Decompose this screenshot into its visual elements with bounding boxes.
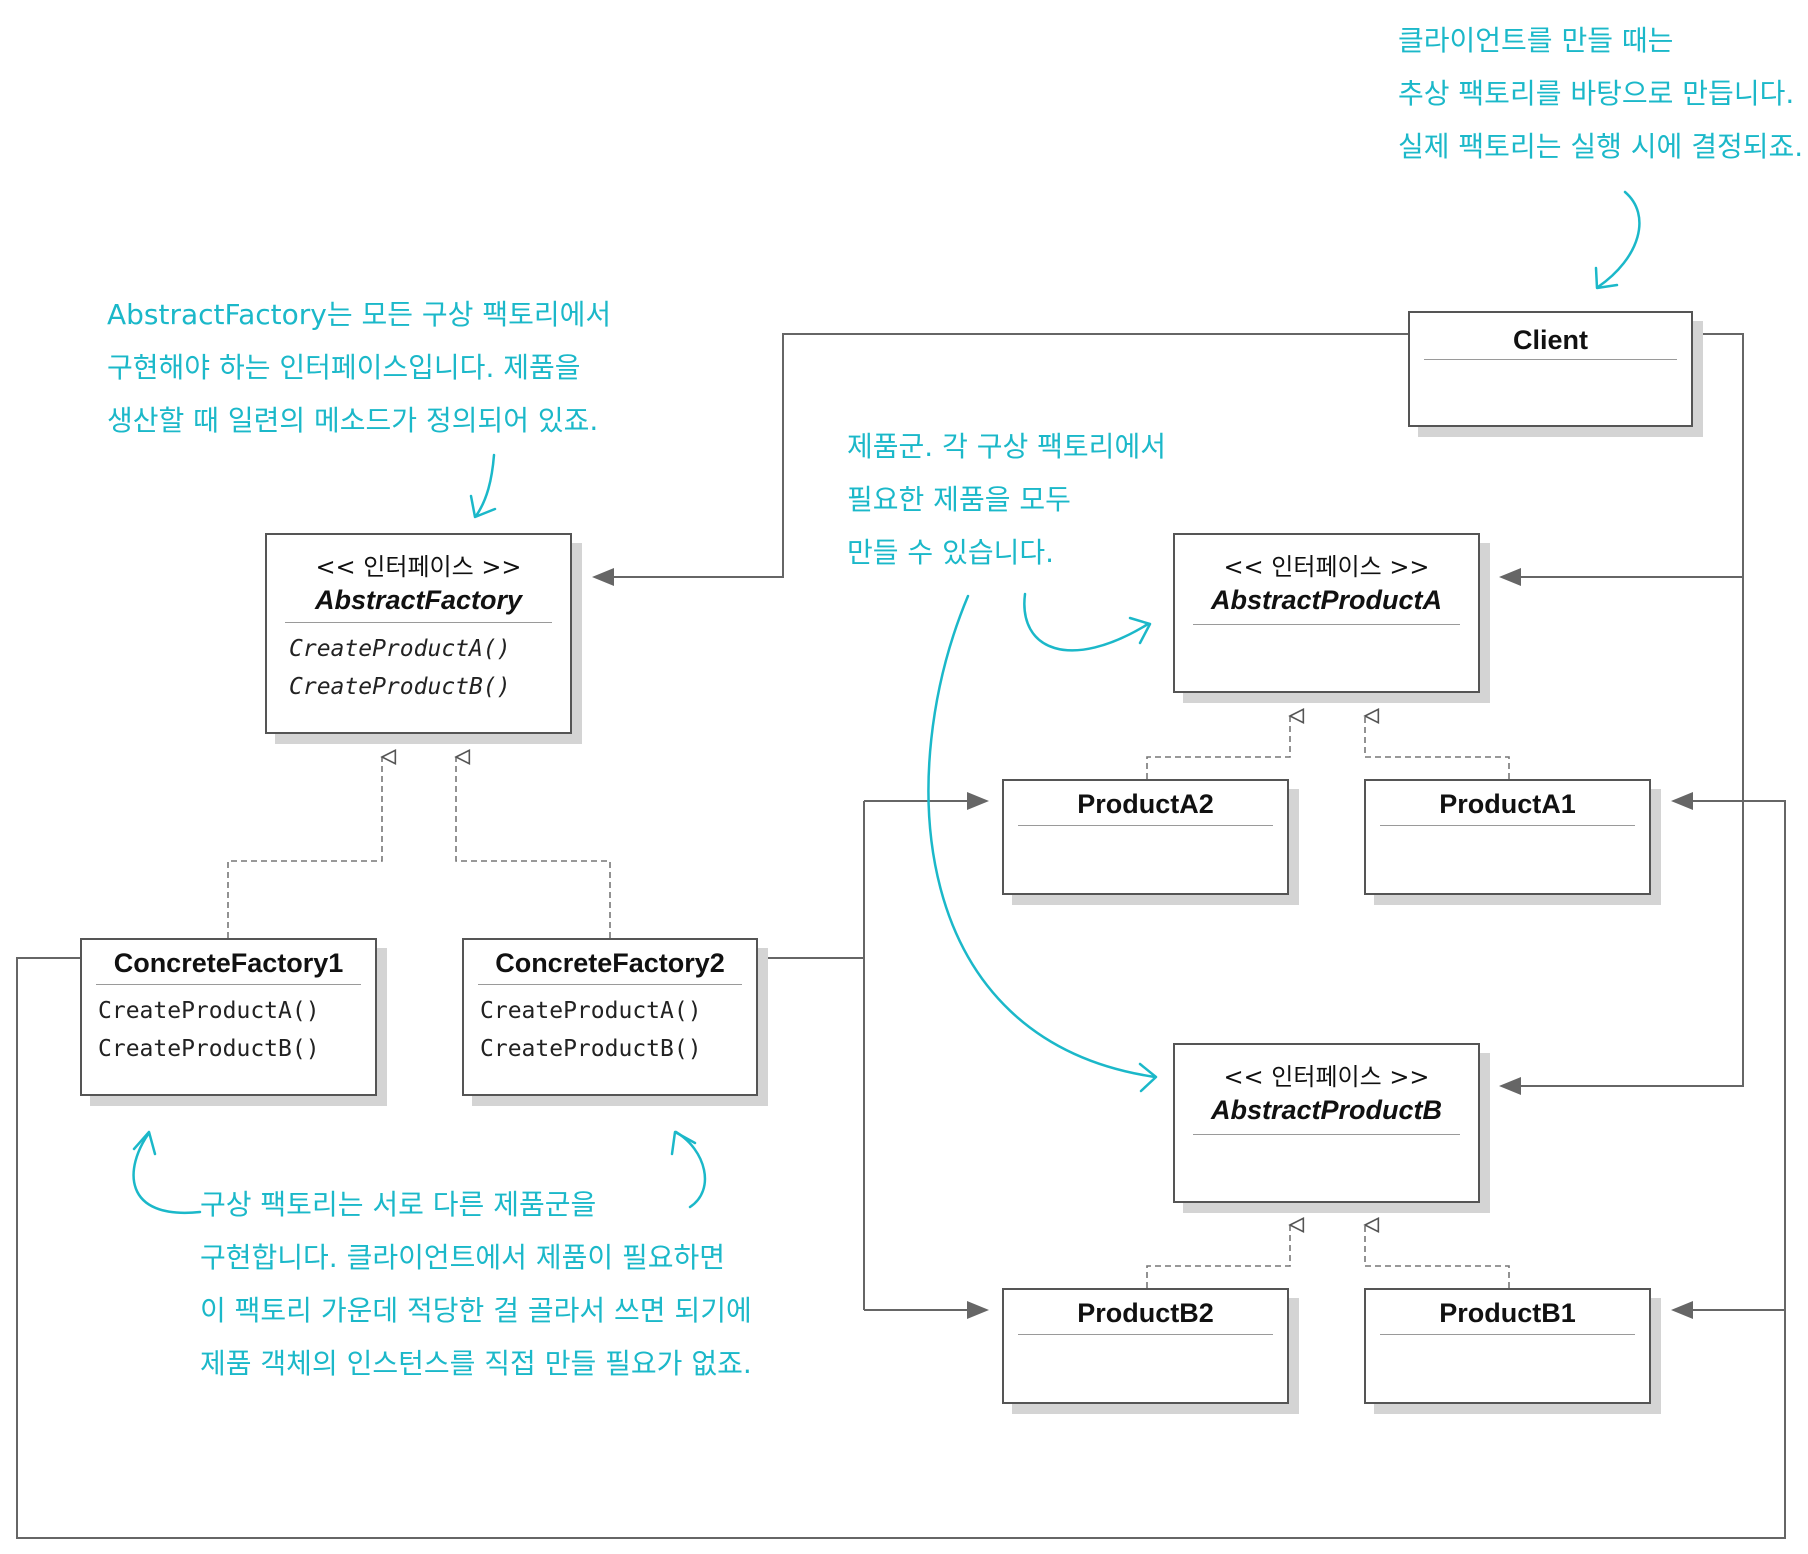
product-a1-class-box: ProductA1 (1364, 779, 1651, 895)
abstract-factory-annotation-line: 구현해야 하는 인터페이스입니다. 제품을 (107, 351, 581, 384)
arrowhead-abstract-factory (592, 568, 614, 586)
product-a2-class-name: ProductA2 (1077, 789, 1214, 819)
abstract-factory-class-name: AbstractFactory (314, 585, 523, 615)
abstract-factory-divider (285, 622, 552, 623)
product-family-annotation-line: 만들 수 있습니다. (847, 536, 1055, 569)
arrowhead-product-a2 (967, 792, 989, 810)
realization-product-a1-line (1365, 716, 1510, 779)
abstract-product-b-stereotype: << 인터페이스 >> (1223, 1063, 1430, 1091)
abstract-factory-stereotype: << 인터페이스 >> (315, 553, 522, 581)
concrete-factory1-outer-loop-line (16, 800, 1786, 1539)
realization-product-b2-line (1146, 1225, 1290, 1288)
product-b1-divider (1380, 1334, 1635, 1335)
product-a2-divider (1018, 825, 1273, 826)
product-family-annotation-line: 제품군. 각 구상 팩토리에서 (847, 430, 1166, 463)
abstract-product-a-interface-box: << 인터페이스 >> AbstractProductA (1173, 533, 1480, 693)
product-b2-class-name: ProductB2 (1077, 1298, 1214, 1328)
client-annotation: 클라이언트를 만들 때는 추상 팩토리를 바탕으로 만듭니다. 실제 팩토리는 … (1398, 14, 1803, 173)
client-class-name: Client (1512, 325, 1588, 355)
product-a2-class-box: ProductA2 (1002, 779, 1289, 895)
realization-product-b1-line (1365, 1225, 1510, 1288)
product-b2-class-box: ProductB2 (1002, 1288, 1289, 1404)
client-annotation-line: 추상 팩토리를 바탕으로 만듭니다. (1398, 77, 1795, 110)
arrowhead-abstract-product-a (1499, 568, 1521, 586)
realization-cf2-line (456, 757, 611, 938)
product-b1-class-name: ProductB1 (1439, 1298, 1576, 1328)
product-family-arrowhead-b (1138, 1062, 1158, 1093)
concrete-factory2-class-box: ConcreteFactory2 CreateProductA() Create… (462, 938, 758, 1096)
product-a1-class-name: ProductA1 (1439, 789, 1576, 819)
abstract-factory-note-arrowhead (469, 494, 497, 519)
arrowhead-product-b2 (967, 1301, 989, 1319)
client-class-divider (1424, 359, 1677, 360)
arrowhead-product-a1 (1671, 792, 1693, 810)
product-family-arrowhead-a (1128, 616, 1152, 645)
abstract-factory-annotation: AbstractFactory는 모든 구상 팩토리에서 구현해야 하는 인터페… (107, 288, 611, 447)
concrete-factories-annotation: 구상 팩토리는 서로 다른 제품군을 구현합니다. 클라이언트에서 제품이 필요… (200, 1178, 752, 1390)
concrete-factories-annotation-line: 제품 객체의 인스턴스를 직접 만들 필요가 없죠. (200, 1347, 752, 1380)
concrete-factory1-method-create-b: CreateProductB() (98, 1036, 320, 1062)
concrete-factory1-class-box: ConcreteFactory1 CreateProductA() Create… (80, 938, 377, 1096)
concrete-factories-annotation-line: 구상 팩토리는 서로 다른 제품군을 (200, 1188, 597, 1221)
abstract-product-a-divider (1193, 624, 1460, 625)
product-family-annotation-line: 필요한 제품을 모두 (847, 483, 1071, 516)
client-class-box: Client (1408, 311, 1693, 427)
concrete-factories-annotation-line: 이 팩토리 가운데 적당한 걸 골라서 쓰면 되기에 (200, 1294, 752, 1327)
concrete-factory1-method-create-a: CreateProductA() (98, 998, 320, 1024)
abstract-factory-method-create-b: CreateProductB() (289, 674, 511, 700)
concrete-factories-note-arrowhead-left (132, 1130, 157, 1156)
product-a1-divider (1380, 825, 1635, 826)
concrete-factory2-class-name: ConcreteFactory2 (495, 948, 725, 978)
client-to-abstract-factory-line (605, 333, 1408, 578)
client-annotation-line: 실제 팩토리는 실행 시에 결정되죠. (1398, 130, 1804, 163)
abstract-factory-method-create-a: CreateProductA() (289, 636, 511, 662)
concrete-factory2-method-create-a: CreateProductA() (480, 998, 702, 1024)
abstract-product-b-interface-box: << 인터페이스 >> AbstractProductB (1173, 1043, 1480, 1203)
realization-cf1-line (227, 757, 382, 938)
product-family-arrow-to-a (1023, 592, 1150, 652)
concrete-factories-note-arrow-left (132, 1131, 202, 1215)
concrete-factory2-method-create-b: CreateProductB() (480, 1036, 702, 1062)
arrowhead-abstract-product-b (1499, 1077, 1521, 1095)
abstract-factory-interface-box: << 인터페이스 >> AbstractFactory CreateProduc… (265, 533, 572, 734)
abstract-factory-annotation-line: AbstractFactory는 모든 구상 팩토리에서 (107, 298, 612, 331)
concrete-factory1-divider (96, 984, 361, 985)
client-right-bus-line (1512, 333, 1744, 1087)
client-annotation-line: 클라이언트를 만들 때는 (1398, 24, 1674, 57)
concrete-factories-note-arrowhead-right (670, 1130, 697, 1156)
arrowhead-product-b1 (1671, 1301, 1693, 1319)
abstract-product-b-class-name: AbstractProductB (1210, 1095, 1443, 1125)
product-b1-class-box: ProductB1 (1364, 1288, 1651, 1404)
abstract-factory-note-arrow (474, 453, 496, 518)
product-b2-divider (1018, 1334, 1273, 1335)
realization-product-a2-line (1146, 716, 1290, 779)
client-note-arrowhead (1594, 266, 1619, 290)
abstract-factory-annotation-line: 생산할 때 일련의 메소드가 정의되어 있죠. (107, 404, 599, 437)
abstract-product-a-class-name: AbstractProductA (1210, 585, 1443, 615)
abstract-product-b-divider (1193, 1134, 1460, 1135)
product-family-arrow-to-b (927, 594, 1157, 1079)
product-family-annotation: 제품군. 각 구상 팩토리에서 필요한 제품을 모두 만들 수 있습니다. (847, 420, 1166, 579)
concrete-factories-annotation-line: 구현합니다. 클라이언트에서 제품이 필요하면 (200, 1241, 726, 1274)
concrete-factory1-class-name: ConcreteFactory1 (113, 948, 344, 978)
client-note-arrow (1596, 190, 1641, 289)
abstract-product-a-stereotype: << 인터페이스 >> (1223, 553, 1430, 581)
concrete-factory2-divider (478, 984, 742, 985)
